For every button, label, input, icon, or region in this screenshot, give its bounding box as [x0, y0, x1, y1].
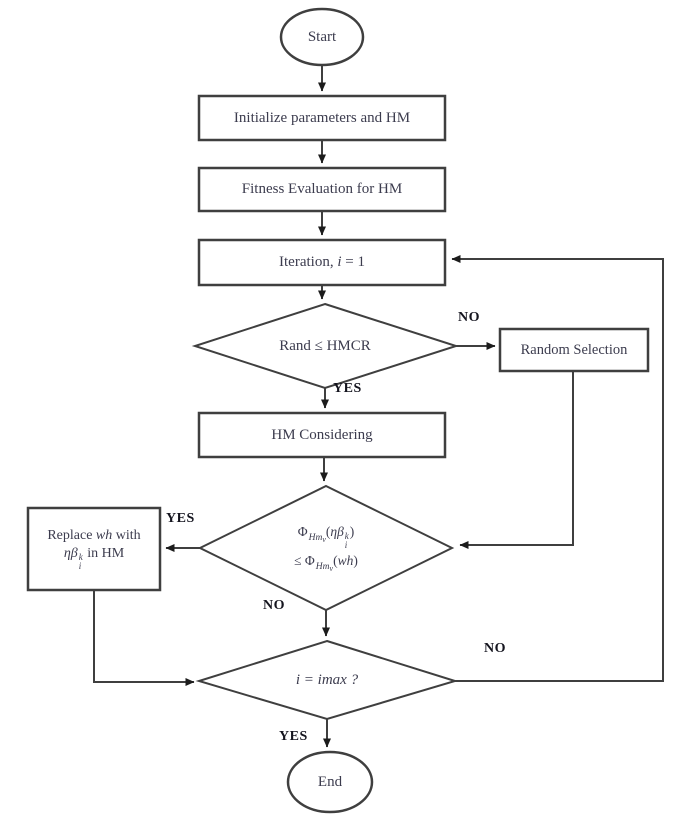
iteration-box: [197, 238, 447, 287]
decision1-yes-label: YES: [333, 381, 362, 396]
fitness-box: [197, 166, 447, 213]
arrow-random-to-decision2: [459, 371, 574, 549]
decision1-no-label: NO: [458, 310, 480, 325]
decision3-yes-label: YES: [279, 729, 308, 744]
decision2-diamond: [197, 484, 455, 612]
decision1-diamond: [191, 302, 460, 390]
init-box: [197, 94, 447, 142]
decision2-no-label: NO: [263, 598, 285, 613]
decision3-no-label: NO: [484, 641, 506, 656]
arrow-decision3-no-to-iteration: [451, 255, 664, 682]
start-ellipse: [279, 7, 365, 67]
replace-box: [26, 506, 162, 592]
end-ellipse: [286, 750, 374, 814]
decision3-diamond: [195, 639, 459, 721]
decision2-yes-label: YES: [166, 511, 195, 526]
hm-considering-box: [197, 411, 447, 459]
random-selection-box: [498, 327, 650, 373]
arrow-replace-to-decision3: [93, 590, 195, 686]
